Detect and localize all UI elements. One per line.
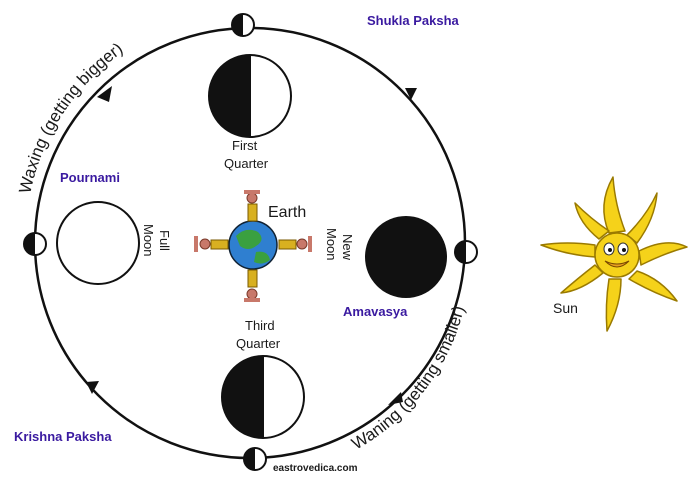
first-quarter-label-line1: First (232, 138, 258, 153)
earth-label: Earth (268, 204, 306, 221)
pournami-label: Pournami (60, 170, 120, 185)
direction-arrow-icon (97, 86, 112, 102)
sun-label: Sun (553, 300, 578, 316)
new-moon (365, 216, 447, 298)
third-quarter-label-line1: Third (245, 318, 275, 333)
sun-icon (540, 176, 688, 332)
moon-phase-icon (231, 13, 255, 37)
third-quarter-label-line2: Quarter (236, 336, 281, 351)
waning-label: Waning (getting smaller) (348, 304, 468, 454)
person-icon (194, 236, 229, 252)
moon-phase-icon (23, 232, 47, 256)
earth-icon (194, 190, 312, 302)
full-moon (56, 201, 140, 285)
krishna-paksha-label: Krishna Paksha (14, 429, 112, 444)
full-moon-label-line2: Moon (141, 224, 156, 257)
new-moon-label-line2: Moon (324, 228, 339, 261)
person-icon (278, 236, 312, 252)
first-quarter-moon (208, 54, 292, 138)
new-moon-label-line1: New (340, 234, 355, 261)
person-icon (244, 269, 260, 302)
person-icon (244, 190, 260, 222)
full-moon-label-line1: Full (157, 230, 172, 251)
shukla-paksha-label: Shukla Paksha (367, 13, 460, 28)
moon-phase-icon (454, 240, 478, 264)
direction-arrow-icon (86, 381, 99, 394)
third-quarter-moon (221, 355, 305, 439)
amavasya-label: Amavasya (343, 304, 408, 319)
watermark-label: eastrovedica.com (273, 463, 358, 474)
waning-label-path: Waning (getting smaller) (348, 304, 468, 454)
direction-arrow-icon (388, 392, 403, 405)
moon-phase-icon (243, 447, 267, 471)
direction-arrow-icon (405, 88, 417, 100)
first-quarter-label-line2: Quarter (224, 156, 269, 171)
